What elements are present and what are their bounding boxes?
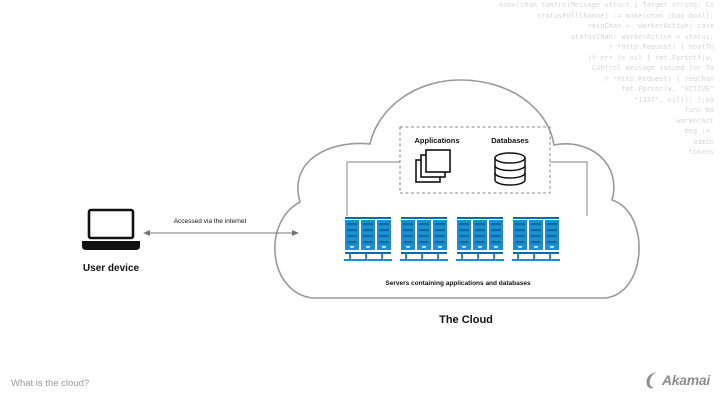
- applications-label: Applications: [414, 136, 459, 145]
- background-code-line: r *http.Request) { hostTo: [608, 43, 714, 51]
- background-code-line: workerAct: [676, 116, 714, 125]
- background-code-line: fmt.Fprint(w, "ACTIVE": [621, 85, 714, 93]
- user-device-label: User device: [83, 263, 140, 274]
- laptop-icon: [82, 208, 140, 250]
- background-code-line: if err != nil { fmt.Fprintf(w,: [587, 53, 714, 62]
- background-code-line: tokens: [688, 148, 714, 156]
- cloud-outline: [274, 79, 640, 299]
- applications-databases-box: [399, 126, 551, 194]
- background-code-text: make(chan ControlMessage struct { Target…: [294, 0, 720, 300]
- internet-connection-arrow: [143, 230, 299, 236]
- akamai-wordmark: Akamai: [661, 372, 710, 388]
- background-code-line: make(chan ControlMessage struct { Target…: [499, 1, 714, 9]
- background-code-line: msg :=: [684, 127, 714, 135]
- applications-icon: [415, 149, 451, 183]
- background-code-line: func ma: [684, 106, 714, 114]
- background-code-line: "1337", nil)); };pa: [633, 95, 714, 104]
- akamai-logo: Akamai: [644, 370, 710, 390]
- background-code-line: r *http.Request) { reqChan: [604, 74, 714, 83]
- connection-label: Accessed via the internet: [174, 218, 247, 225]
- database-icon: [494, 152, 526, 186]
- background-code-line: statusPollChannel := make(chan chan bool…: [536, 11, 714, 20]
- servers-label: Servers containing applications and data…: [385, 280, 531, 287]
- background-code-line: respChan <- workerActive; case: [587, 22, 714, 30]
- footer-caption: What is the cloud?: [11, 378, 90, 389]
- server-connector-lines: [346, 161, 588, 216]
- background-code-line: admin: [692, 137, 714, 146]
- background-code-line: statusChan: workerActive = status;: [570, 32, 714, 41]
- cloud-label: The Cloud: [439, 314, 493, 326]
- akamai-swoosh-icon: [646, 372, 657, 389]
- databases-label: Databases: [491, 136, 529, 145]
- background-code-line: Control message issued for Ta: [591, 64, 714, 72]
